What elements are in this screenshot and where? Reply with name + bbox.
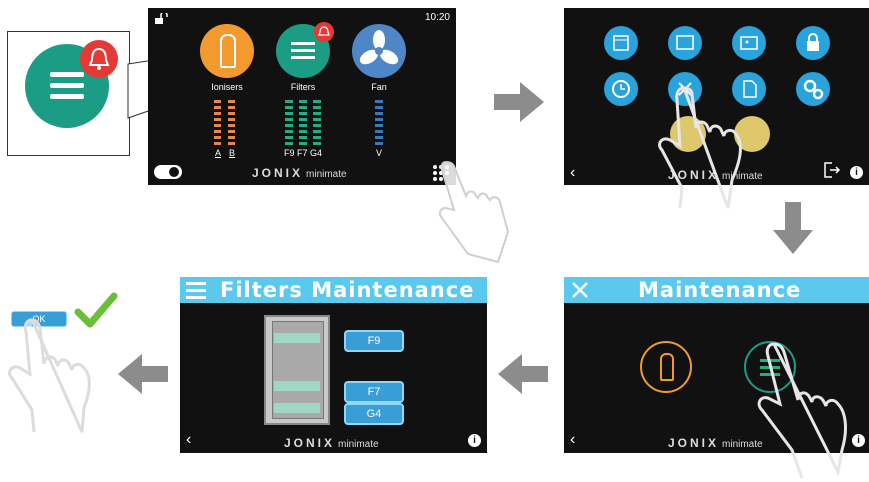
arrow-left (498, 354, 548, 394)
hand-pointer-icon (8, 318, 91, 433)
arrow-right (494, 82, 544, 122)
fan-button[interactable] (352, 24, 406, 78)
fan-icon (359, 30, 399, 65)
unit-diagram (264, 315, 330, 425)
alarm-bell-icon (314, 22, 334, 42)
document-icon[interactable] (732, 72, 766, 106)
fan-bar-label: V (375, 148, 382, 158)
title-bar (180, 277, 487, 303)
ioniser-icon (220, 34, 236, 68)
arrow-left (118, 354, 168, 394)
back-icon[interactable]: ‹ (570, 431, 576, 448)
arrow-down (773, 202, 813, 254)
tools-icon (572, 282, 588, 298)
exit-icon[interactable] (822, 160, 842, 180)
title-bar (564, 277, 869, 303)
home-screen: 10:20 Ionisers Filters Fan (148, 8, 456, 185)
display-icon[interactable] (732, 26, 766, 60)
weather-icon[interactable] (668, 26, 702, 60)
ioniser-bar-label-a: A (214, 148, 221, 158)
hand-pointer-icon (438, 160, 510, 264)
calendar-icon[interactable] (604, 26, 638, 60)
ionisers-button[interactable] (200, 24, 254, 78)
ionisers-label: Ionisers (211, 82, 243, 92)
settings-icon[interactable] (796, 72, 830, 106)
filter-bar-labels: F9 F7 G4 (283, 148, 322, 158)
fan-label: Fan (371, 82, 387, 92)
back-icon[interactable]: ‹ (186, 431, 192, 448)
ioniser-maintenance-button[interactable] (640, 341, 692, 393)
info-icon[interactable]: i (850, 166, 863, 179)
filter-f7-button[interactable]: F7 (344, 381, 404, 403)
menu-icon (186, 282, 206, 299)
back-icon[interactable]: ‹ (570, 164, 576, 181)
level-meters (214, 100, 383, 145)
check-icon (74, 292, 118, 328)
info-icon[interactable]: i (468, 434, 481, 447)
page-title: Maintenance (638, 278, 802, 302)
filter-f9-button[interactable]: F9 (344, 330, 404, 352)
hand-pointer-icon (757, 342, 847, 479)
hand-pointer-icon (658, 86, 742, 209)
clock-icon[interactable] (604, 72, 638, 106)
clock-time: 10:20 (424, 12, 450, 23)
unlock-icon[interactable] (154, 11, 168, 24)
power-toggle[interactable] (154, 165, 182, 179)
ioniser-bar-label-b: B (228, 148, 235, 158)
alarm-bell-icon-zoomed (80, 40, 118, 78)
filters-label: Filters (290, 82, 316, 92)
filter-g4-button[interactable]: G4 (344, 403, 404, 425)
info-icon[interactable]: i (852, 434, 865, 447)
lock-icon[interactable] (796, 26, 830, 60)
page-title: Filters Maintenance (220, 278, 475, 302)
